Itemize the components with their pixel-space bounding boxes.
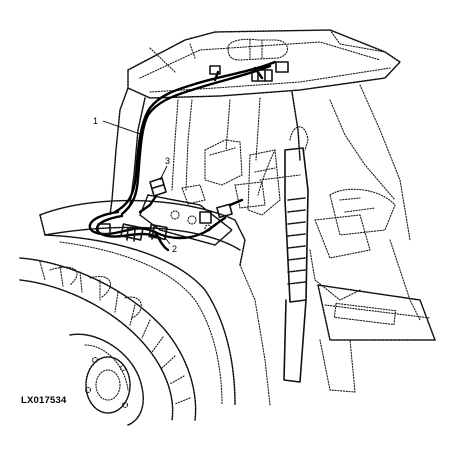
fender [39, 199, 271, 406]
wiring-harness [88, 60, 289, 252]
bracket [138, 177, 167, 214]
gas-strut [257, 126, 309, 383]
side-panel [317, 284, 437, 393]
figure-id: LX017534 [21, 395, 67, 406]
callout-2: 2 [161, 233, 177, 254]
fender-console [139, 181, 266, 246]
callout-3: 3 [159, 156, 170, 181]
cab-interior [204, 139, 421, 321]
callout-number-3: 3 [165, 156, 170, 166]
cab-frame [109, 84, 411, 241]
callout-1: 1 [93, 116, 144, 136]
rear-wheel [19, 257, 197, 426]
cab-roof [127, 29, 402, 99]
connector [148, 223, 168, 241]
callout-number-1: 1 [93, 116, 98, 126]
callout-number-2: 2 [172, 244, 177, 254]
